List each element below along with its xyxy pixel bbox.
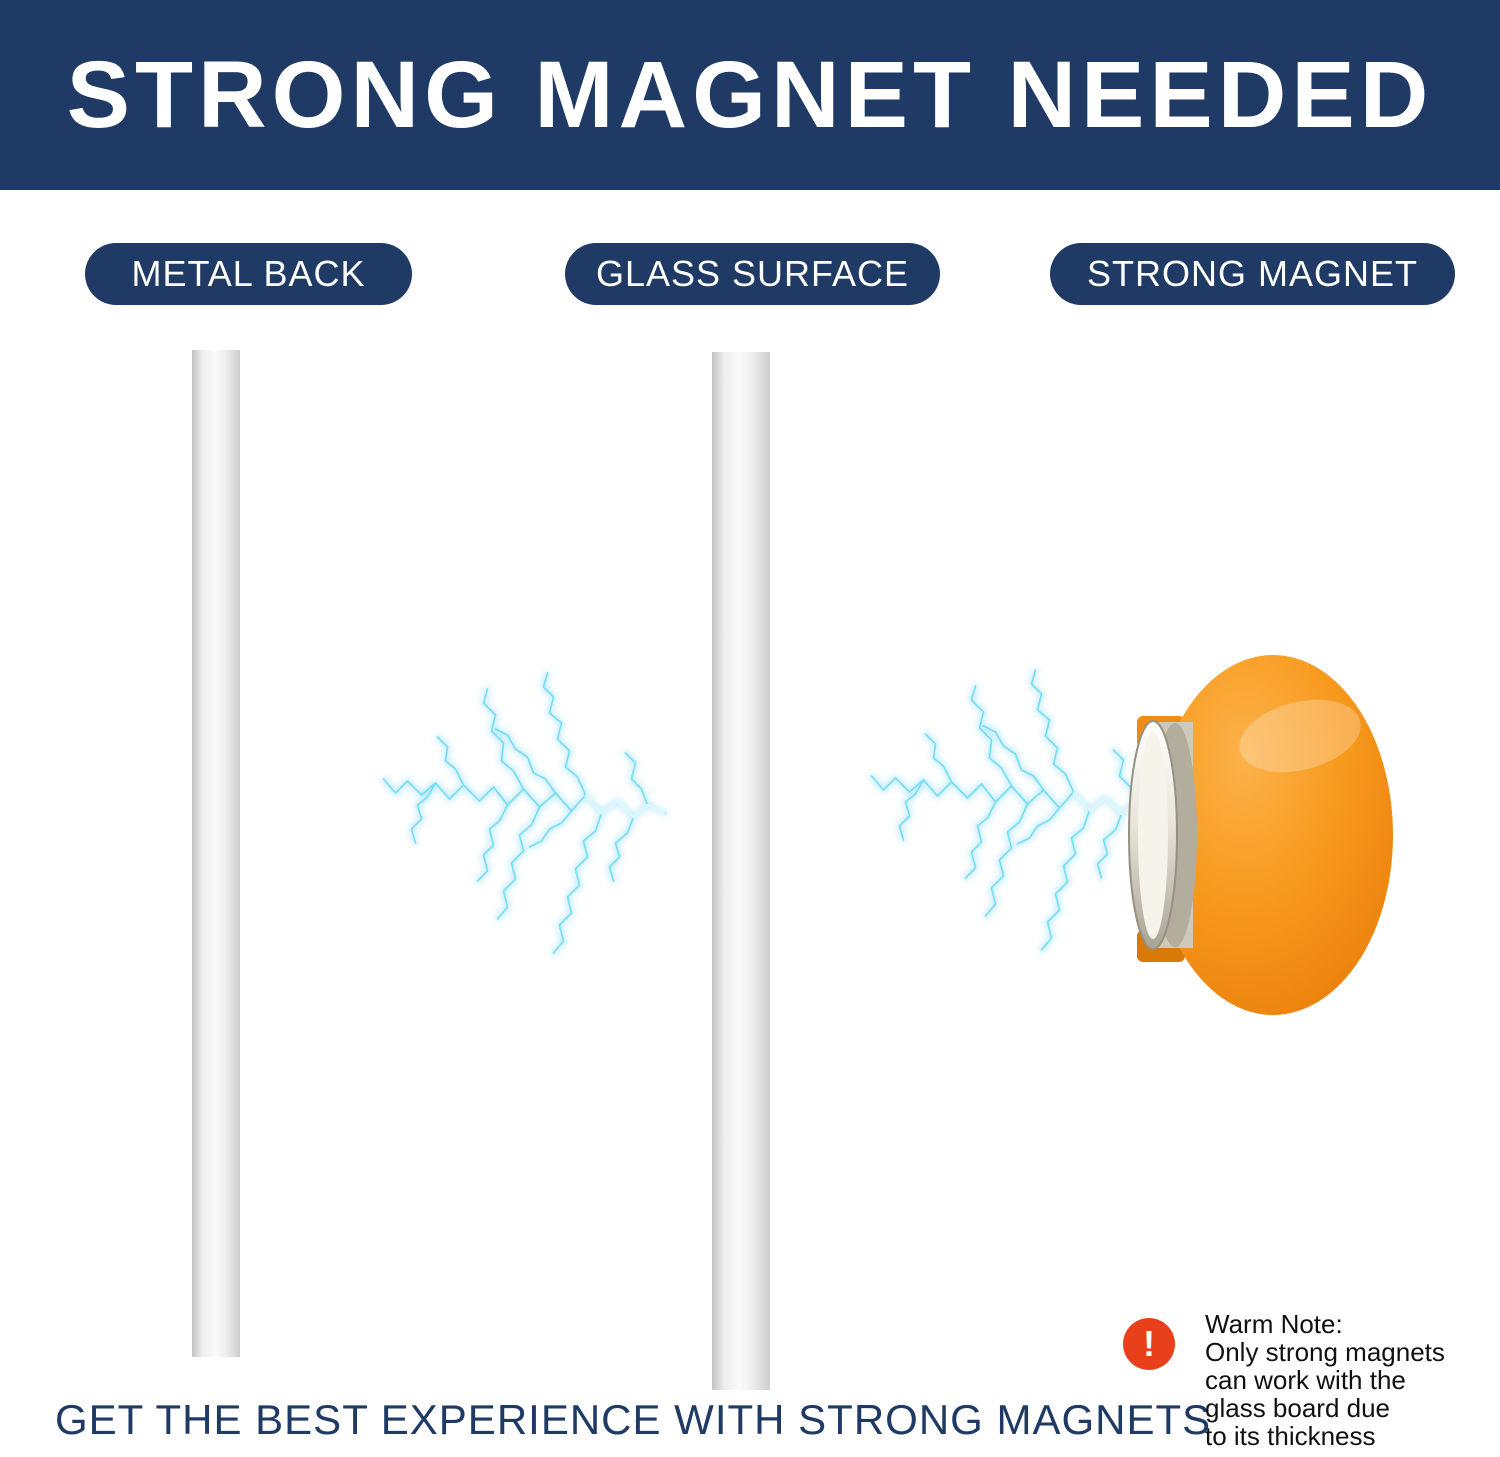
label-glass-surface: GLASS SURFACE [565, 243, 940, 305]
lightning-glow [384, 673, 666, 953]
magnet-body [1153, 655, 1393, 1015]
warm-note-title: Warm Note: [1205, 1309, 1343, 1339]
glass-surface-panel [712, 352, 770, 1390]
magnet-highlight [1239, 699, 1361, 773]
label-strong-magnet: STRONG MAGNET [1050, 243, 1455, 305]
magnet-illustration [1128, 655, 1393, 1015]
warm-note-line: Only strong magnets [1205, 1337, 1445, 1367]
warning-icon-glyph: ! [1143, 1323, 1155, 1364]
magnetic-force-left-illustration [345, 645, 670, 1065]
warm-note: Warm Note: Only strong magnets can work … [1205, 1310, 1500, 1450]
page-title: STRONG MAGNET NEEDED [66, 41, 1434, 148]
warning-icon: ! [1123, 1318, 1175, 1370]
header-banner: STRONG MAGNET NEEDED [0, 0, 1500, 190]
label-metal-back: METAL BACK [85, 243, 412, 305]
magnet-disc-face [1138, 731, 1168, 939]
metal-back-panel [192, 350, 240, 1357]
warm-note-line: can work with the [1205, 1365, 1406, 1395]
warm-note-line: to its thickness [1205, 1421, 1376, 1451]
footer-text: GET THE BEST EXPERIENCE WITH STRONG MAGN… [55, 1396, 1212, 1443]
lightning-core [584, 794, 666, 819]
lightning-arcs [382, 672, 667, 954]
warm-note-line: glass board due [1205, 1393, 1391, 1423]
